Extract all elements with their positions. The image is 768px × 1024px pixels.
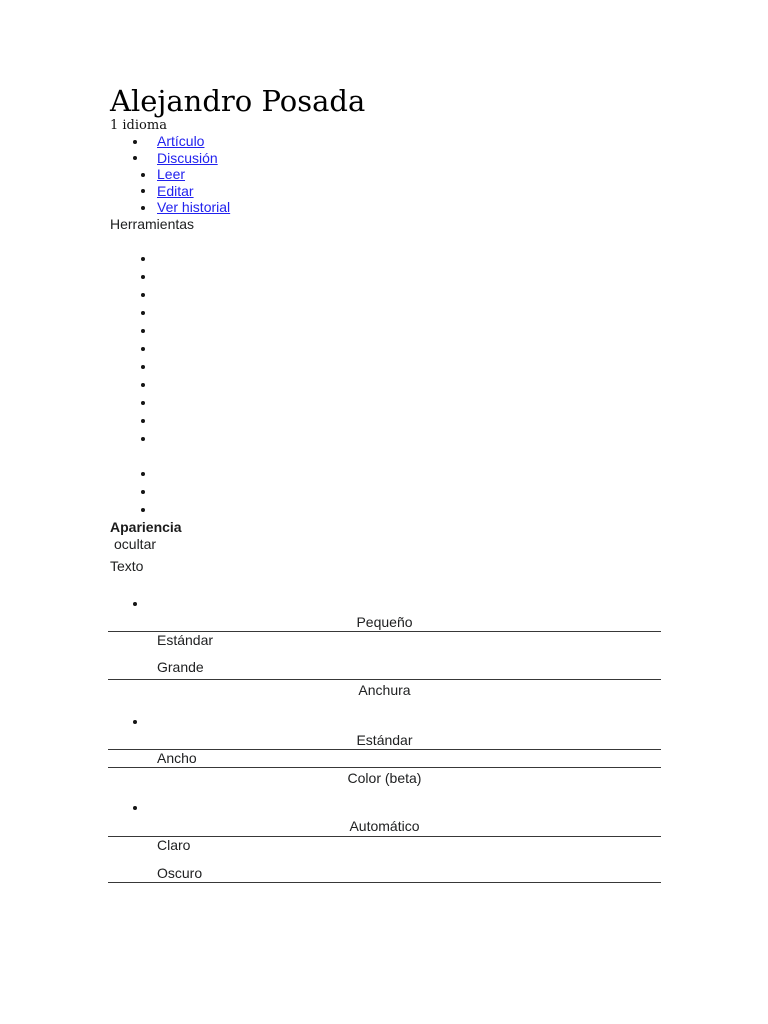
leer-link[interactable]: Leer	[157, 166, 186, 182]
empty-list-item	[110, 304, 659, 322]
texto-section: Texto Pequeño Estándar Grande	[108, 558, 661, 680]
color-section: Color (beta) Automático Claro Oscuro	[108, 769, 661, 883]
discusion-link[interactable]: Discusión	[157, 149, 218, 166]
empty-list-item	[110, 376, 659, 394]
option-ancho[interactable]: Ancho	[157, 749, 197, 766]
nav-item-editar: Editar	[110, 183, 659, 200]
namespace-views-nav: Artículo Discusión Leer Editar Ver histo…	[110, 133, 659, 216]
empty-list-item	[110, 358, 659, 376]
option-estandar-anchura[interactable]: Estándar	[356, 731, 413, 748]
list-bullet	[110, 595, 659, 613]
editar-link[interactable]: Editar	[157, 182, 194, 199]
nav-item-articulo: Artículo	[110, 133, 659, 150]
divider	[108, 766, 661, 768]
placeholder-list-a	[110, 250, 659, 448]
divider	[108, 678, 661, 680]
option-grande[interactable]: Grande	[157, 659, 204, 675]
language-count-label: 1 idioma	[110, 118, 167, 133]
color-section-label: Color (beta)	[347, 769, 422, 786]
empty-list-item	[110, 394, 659, 412]
empty-list-item	[110, 250, 659, 268]
ver-historial-link[interactable]: Ver historial	[157, 199, 231, 215]
empty-list-item	[110, 322, 659, 340]
empty-list-item	[110, 501, 659, 519]
option-pequeno[interactable]: Pequeño	[356, 614, 413, 630]
nav-item-discusion: Discusión	[110, 150, 659, 167]
empty-list-item	[110, 465, 659, 483]
option-claro[interactable]: Claro	[157, 837, 191, 853]
nav-item-ver-historial: Ver historial	[110, 199, 659, 216]
articulo-link[interactable]: Artículo	[157, 133, 205, 149]
nav-item-leer: Leer	[110, 166, 659, 183]
option-automatico[interactable]: Automático	[349, 818, 420, 834]
empty-list-item	[110, 340, 659, 358]
empty-list-item	[110, 286, 659, 304]
empty-list-item	[110, 483, 659, 501]
anchura-section: Anchura Estándar Ancho	[108, 681, 661, 768]
hide-toggle[interactable]: ocultar	[114, 536, 157, 552]
empty-list-item	[110, 412, 659, 430]
page-title: Alejandro Posada	[110, 84, 366, 118]
appearance-heading: Apariencia	[110, 519, 182, 535]
texto-section-label: Texto	[110, 558, 144, 574]
placeholder-list-b	[110, 465, 659, 519]
empty-list-item	[110, 430, 659, 448]
divider	[108, 882, 661, 883]
empty-list-item	[110, 268, 659, 286]
divider	[108, 631, 661, 632]
tools-label: Herramientas	[110, 215, 195, 232]
option-estandar-texto[interactable]: Estándar	[157, 632, 214, 648]
divider	[108, 748, 661, 750]
list-bullet	[110, 713, 659, 731]
divider	[108, 836, 661, 837]
list-bullet	[110, 799, 659, 817]
anchura-section-label: Anchura	[358, 681, 411, 698]
option-oscuro[interactable]: Oscuro	[157, 865, 203, 881]
